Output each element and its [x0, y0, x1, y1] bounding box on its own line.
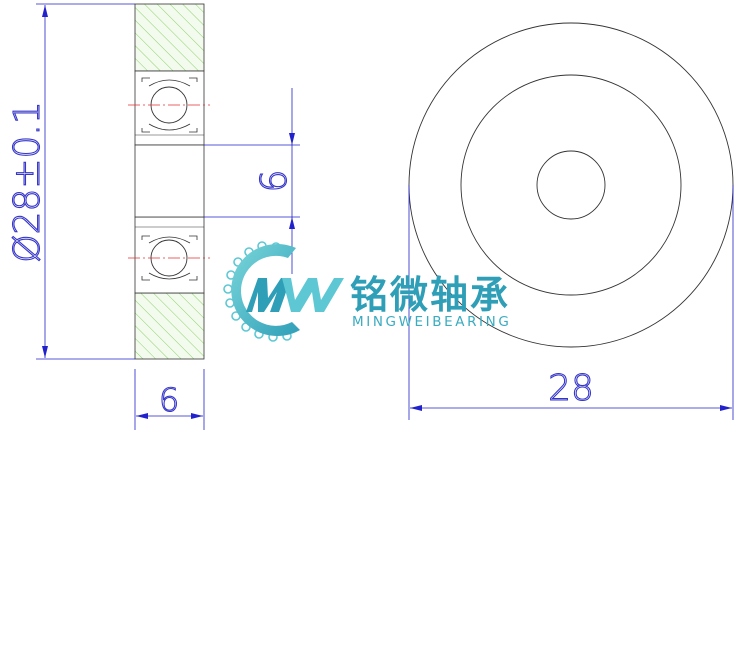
- logo-mw-mark: [246, 278, 344, 312]
- brand-watermark-logo: 铭微轴承 MINGWEIBEARING: [223, 241, 511, 342]
- middle-circle: [460, 74, 682, 296]
- dim-outer-diameter-text: Ø28±0.1: [7, 101, 48, 263]
- logo-c-arc: [231, 244, 300, 337]
- dim-bore-text: 6: [254, 170, 295, 193]
- dim-front-diameter-text: 28: [548, 368, 594, 409]
- hatch-bottom: [134, 292, 205, 360]
- dimensions: [36, 3, 734, 430]
- bore-circle: [536, 150, 606, 220]
- side-section-view: [128, 3, 210, 360]
- logo-name-en: MINGWEIBEARING: [352, 314, 511, 330]
- ball-bottom: [128, 235, 210, 281]
- ball-top: [128, 77, 210, 133]
- hatch-top: [134, 3, 205, 72]
- logo-name-cn: 铭微轴承: [350, 273, 510, 317]
- bore: [134, 144, 205, 218]
- dim-width-text: 6: [159, 381, 179, 419]
